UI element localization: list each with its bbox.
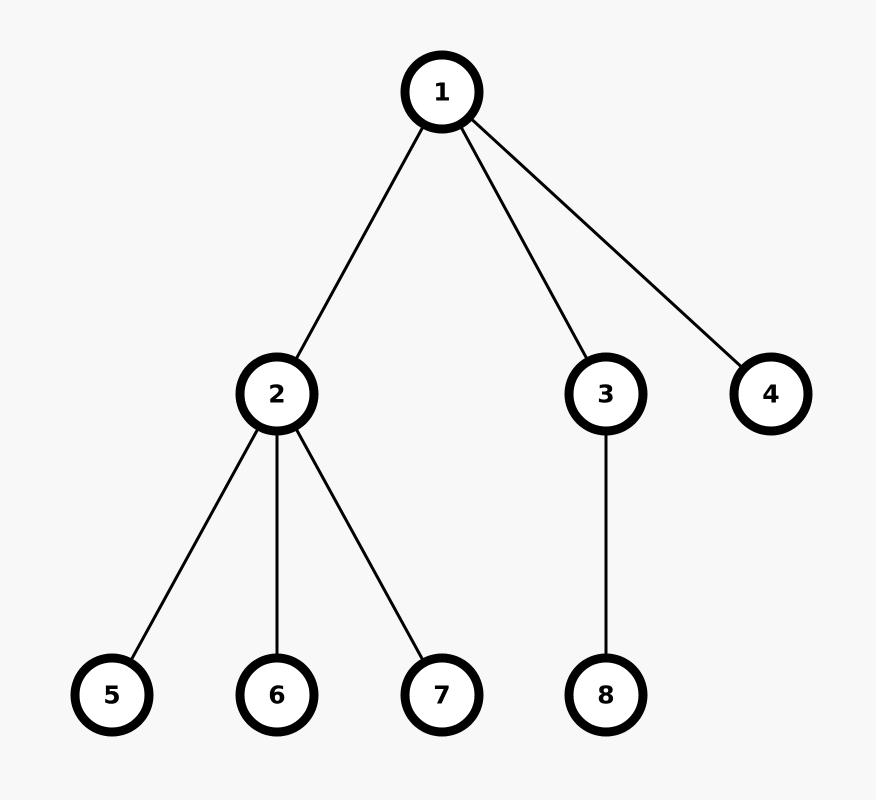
edge-1-2 xyxy=(275,90,444,396)
nodes-group: 1 2 3 4 5 6 7 8 xyxy=(70,50,813,737)
edge-1-3 xyxy=(440,90,608,396)
node-label: 7 xyxy=(433,681,450,710)
tree-node-8: 8 xyxy=(564,653,648,737)
node-label: 5 xyxy=(103,681,120,710)
edge-2-5 xyxy=(110,392,279,697)
tree-node-1: 1 xyxy=(400,50,484,134)
tree-node-7: 7 xyxy=(400,653,484,737)
edge-1-4 xyxy=(440,90,773,396)
tree-node-3: 3 xyxy=(564,352,648,436)
node-circle xyxy=(70,653,154,737)
node-circle xyxy=(564,653,648,737)
tree-node-4: 4 xyxy=(729,352,813,436)
node-circle xyxy=(729,352,813,436)
node-label: 6 xyxy=(268,681,285,710)
node-label: 3 xyxy=(597,380,614,409)
node-circle xyxy=(235,653,319,737)
tree-node-5: 5 xyxy=(70,653,154,737)
tree-node-2: 2 xyxy=(235,352,319,436)
tree-node-6: 6 xyxy=(235,653,319,737)
node-label: 2 xyxy=(268,380,285,409)
edges-group xyxy=(110,90,773,697)
node-label: 8 xyxy=(597,681,614,710)
node-label: 4 xyxy=(762,380,779,409)
node-circle xyxy=(235,352,319,436)
edge-2-7 xyxy=(275,392,444,697)
node-circle xyxy=(564,352,648,436)
node-circle xyxy=(400,50,484,134)
node-label: 1 xyxy=(433,78,450,107)
node-circle xyxy=(400,653,484,737)
